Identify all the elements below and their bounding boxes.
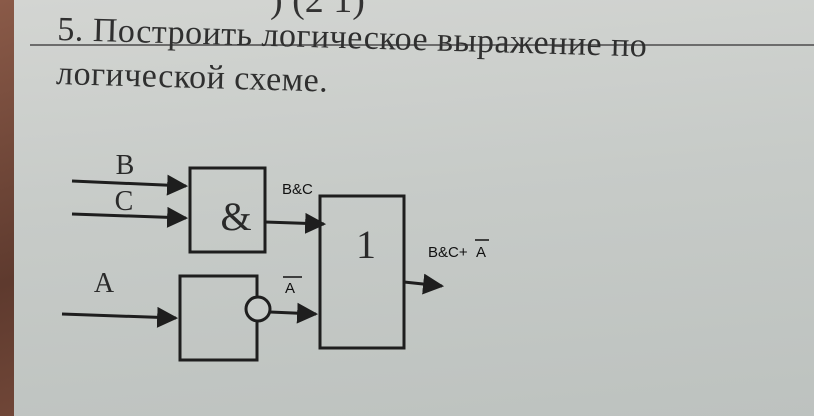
worksheet-paper — [14, 0, 814, 416]
or-gate-symbol: 1 — [356, 222, 376, 267]
not-gate — [178, 274, 259, 362]
wire-c — [71, 206, 189, 228]
and-gate-symbol: & — [220, 194, 251, 239]
wire-not-out — [269, 302, 319, 324]
inversion-bubble — [244, 295, 272, 323]
or-gate — [318, 194, 406, 350]
and-gate — [188, 166, 267, 254]
annotation-and-output: B&C — [282, 181, 313, 198]
annotation-final-output-prefix: B&C+ — [428, 244, 468, 261]
annotation-not-output: A — [285, 280, 295, 297]
wire-output — [403, 273, 445, 295]
wire-b — [71, 174, 189, 196]
input-label-b: B — [116, 150, 135, 181]
input-label-a: A — [94, 268, 115, 299]
wire-and-out — [264, 212, 327, 234]
previous-task-strip: ) (2 1) — [30, 0, 814, 46]
previous-task-fragment: ) (2 1) — [270, 0, 365, 21]
input-label-c: C — [115, 186, 134, 217]
annotation-final-output-overlined: A — [476, 244, 486, 261]
wire-a — [61, 306, 179, 328]
